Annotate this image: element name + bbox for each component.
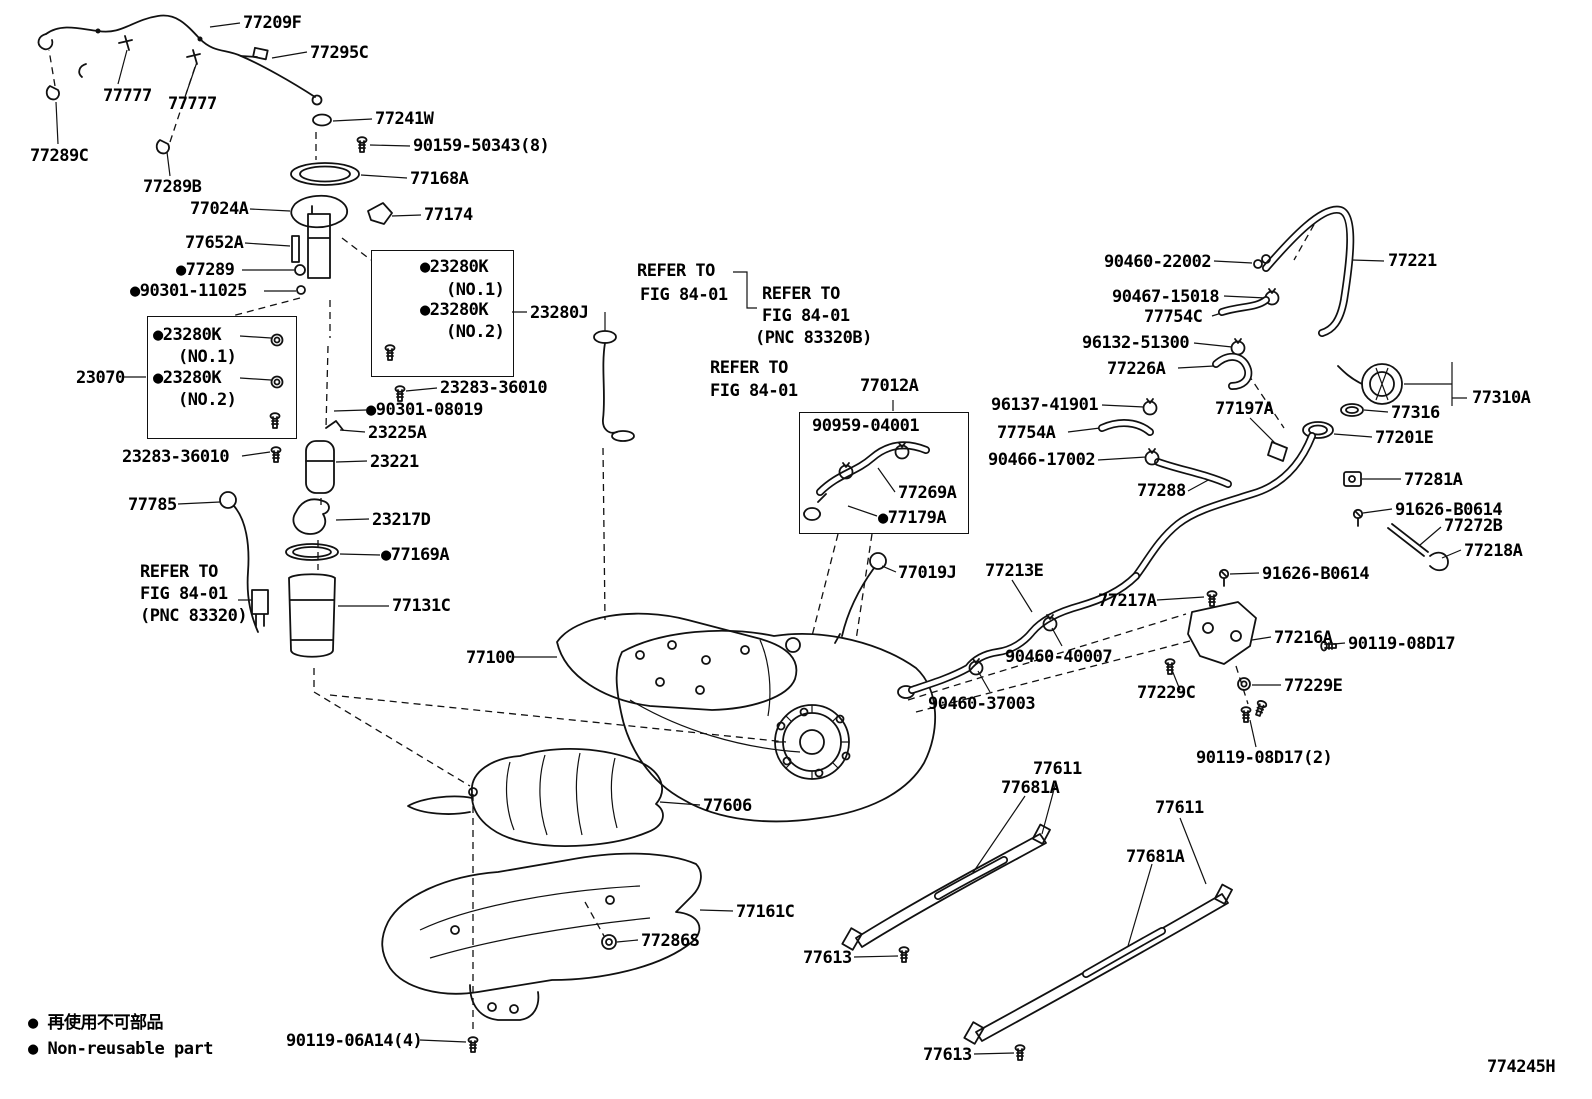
tank-protector [381,787,702,1053]
fuel-sender-assembly [593,330,635,442]
drawing-code: 774245H [1487,1057,1556,1077]
tank-straps [841,823,1233,1061]
wiring-harness [37,14,323,155]
fuel-gauge-wire [834,552,887,644]
hose-group-parts [803,441,930,521]
leader-lines [55,22,1467,1055]
heat-shield [407,747,664,847]
filler-pipe-assembly [908,205,1449,723]
fuel-tank [556,612,937,823]
fuel-pump-assembly [219,113,406,658]
construction-dashed-lines [48,49,1321,1032]
